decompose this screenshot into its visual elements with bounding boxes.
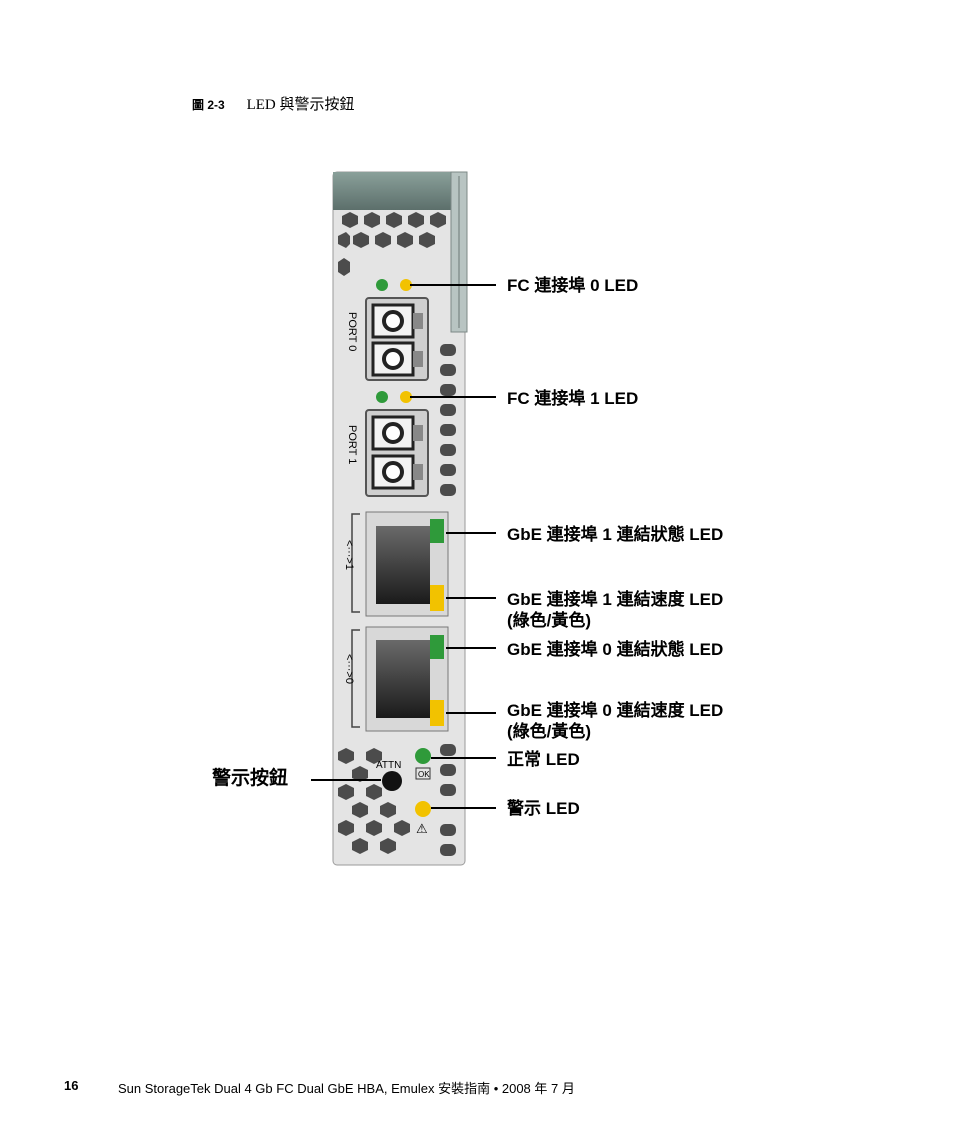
callout-gbe1-speed-note: (綠色/黃色)	[507, 611, 592, 630]
attn-label: ATTN	[376, 760, 401, 771]
warn-led	[415, 801, 431, 817]
ok-led	[415, 748, 431, 764]
callout-attn-button: 警示按鈕	[212, 768, 289, 789]
gbe0-label: <···>0	[343, 654, 355, 684]
callout-gbe1-status: GbE 連接埠 1 連結狀態 LED	[507, 525, 724, 544]
leader-lines	[311, 284, 496, 809]
callout-gbe0-status: GbE 連接埠 0 連結狀態 LED	[507, 640, 724, 659]
fc1-amber-led	[400, 391, 412, 403]
callout-warn-led: 警示 LED	[507, 799, 580, 818]
port0-label: PORT 0	[346, 312, 358, 351]
callout-gbe0-speed: GbE 連接埠 0 連結速度 LED	[507, 701, 724, 720]
port1-label: PORT 1	[346, 425, 358, 464]
figure-caption: 圖 2-3 LED 與警示按鈕	[192, 93, 355, 114]
figure-number: 圖 2-3	[192, 98, 225, 112]
attn-button	[382, 771, 402, 791]
gbe0-status-led	[430, 635, 444, 659]
vent-right	[440, 344, 456, 496]
gbe0-speed-led	[430, 700, 444, 726]
vent-bottom	[338, 744, 456, 856]
warn-label: ⚠	[416, 822, 428, 837]
callout-gbe1-speed: GbE 連接埠 1 連結速度 LED	[507, 590, 724, 609]
gbe1-label: <···>1	[343, 540, 355, 570]
callout-fc0: FC 連接埠 0 LED	[507, 276, 639, 295]
callout-gbe0-speed-note: (綠色/黃色)	[507, 722, 592, 741]
top-bar	[333, 172, 453, 210]
footer-text: Sun StorageTek Dual 4 Gb FC Dual GbE HBA…	[118, 1081, 575, 1096]
ok-label: OK	[418, 770, 430, 779]
figure-title: LED 與警示按鈕	[246, 97, 355, 113]
fc1-green-led	[376, 391, 388, 403]
fc0-green-led	[376, 279, 388, 291]
page-number: 16	[64, 1078, 79, 1093]
callout-ok-led: 正常 LED	[507, 750, 580, 769]
fc0-amber-led	[400, 279, 412, 291]
gbe1-status-led	[430, 519, 444, 543]
callout-fc1: FC 連接埠 1 LED	[507, 389, 639, 408]
gbe1-speed-led	[430, 585, 444, 611]
vent-top	[338, 212, 446, 276]
